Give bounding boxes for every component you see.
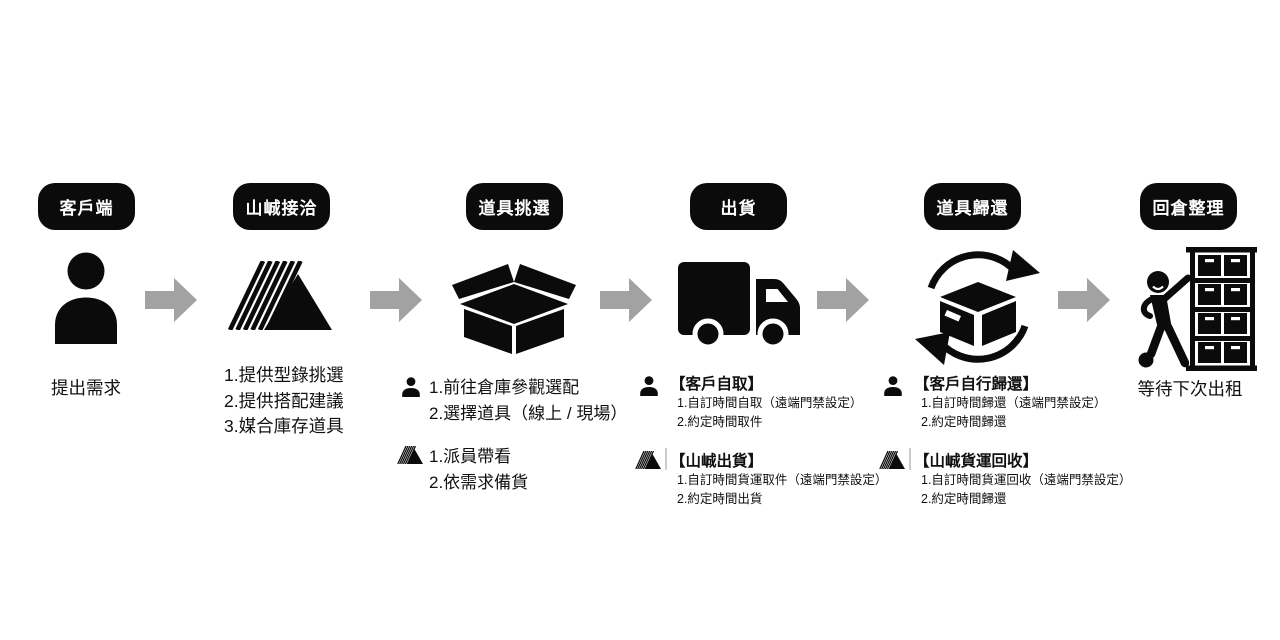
stage-pill-shipping: 出貨 [690, 183, 787, 230]
list-item: 1.前往倉庫參觀選配 [429, 378, 580, 397]
stage-caption: 提出需求 [51, 378, 121, 398]
person-icon [52, 252, 120, 344]
list-item: 1.提供型錄挑選 [224, 365, 344, 385]
stage-pill-label: 道具歸還 [936, 199, 1009, 218]
list-item: 2.約定時間取件 [677, 414, 763, 429]
list-item: 1.自訂時間貨運取件（遠端門禁設定） [677, 473, 888, 487]
divider [665, 448, 667, 470]
option-row-client: 1.自訂時間歸還（遠端門禁設定） 2.約定時間歸還 [921, 394, 1106, 431]
stage-pill-client: 客戶端 [38, 183, 135, 230]
delivery-truck-icon [678, 262, 800, 350]
stage-pill-contact: 山峸接洽 [233, 183, 330, 230]
option-header: 【山峸出貨】 [670, 453, 764, 470]
option-header: 【客戶自行歸還】 [914, 376, 1039, 393]
option-row-client: 1.前往倉庫參觀選配 2.選擇道具（線上 / 現場） [429, 375, 627, 426]
person-icon [883, 376, 903, 396]
stage-pill-prop-selection: 道具挑選 [466, 183, 563, 230]
shancheng-logo-icon [397, 446, 423, 464]
flow-arrow-icon [1058, 278, 1110, 322]
stage-pill-label: 道具挑選 [478, 199, 551, 218]
flow-arrow-icon [817, 278, 869, 322]
stage-pill-prop-return: 道具歸還 [924, 183, 1021, 230]
shancheng-logo-icon [879, 451, 905, 469]
list-item: 1.自訂時間歸還（遠端門禁設定） [921, 396, 1107, 410]
flow-arrow-icon [370, 278, 422, 322]
shancheng-logo-icon [228, 261, 332, 330]
warehouse-shelf-icon [1133, 247, 1257, 371]
stage-pill-label: 回倉整理 [1152, 199, 1225, 218]
open-box-icon [450, 252, 578, 355]
stage-list: 1.提供型錄挑選 2.提供搭配建議 3.媒合庫存道具 [224, 363, 344, 440]
option-header: 【山峸貨運回收】 [914, 453, 1039, 470]
list-item: 1.自訂時間貨運回收（遠端門禁設定） [921, 473, 1132, 487]
list-item: 2.提供搭配建議 [224, 390, 344, 411]
stage-pill-label: 山峸接洽 [245, 199, 318, 218]
list-item: 2.約定時間出貨 [677, 491, 763, 506]
divider [909, 448, 911, 470]
list-item: 1.派員帶看 [429, 447, 512, 466]
list-item: 2.依需求備貨 [429, 472, 529, 492]
option-row-shancheng: 1.自訂時間貨運回收（遠端門禁設定） 2.約定時間歸還 [921, 471, 1131, 508]
stage-pill-label: 出貨 [720, 199, 757, 218]
person-icon [401, 377, 421, 397]
stage-pill-restock: 回倉整理 [1140, 183, 1237, 230]
list-item: 1.自訂時間自取（遠端門禁設定） [677, 396, 863, 410]
stage-pill-label: 客戶端 [59, 199, 114, 218]
stage-caption: 等待下次出租 [1137, 379, 1243, 399]
option-row-shancheng: 1.自訂時間貨運取件（遠端門禁設定） 2.約定時間出貨 [677, 471, 887, 508]
flow-arrow-icon [600, 278, 652, 322]
list-item: 2.約定時間歸還 [921, 491, 1007, 506]
flow-arrow-icon [145, 278, 197, 322]
person-icon [639, 376, 659, 396]
option-row-shancheng: 1.派員帶看 2.依需求備貨 [429, 444, 528, 495]
list-item: 2.選擇道具（線上 / 現場） [429, 403, 628, 423]
box-return-icon [912, 243, 1044, 371]
list-item: 3.媒合庫存道具 [224, 416, 344, 436]
list-item: 2.約定時間歸還 [921, 414, 1007, 429]
option-header: 【客戶自取】 [670, 376, 764, 393]
shancheng-logo-icon [635, 451, 661, 469]
option-row-client: 1.自訂時間自取（遠端門禁設定） 2.約定時間取件 [677, 394, 862, 431]
